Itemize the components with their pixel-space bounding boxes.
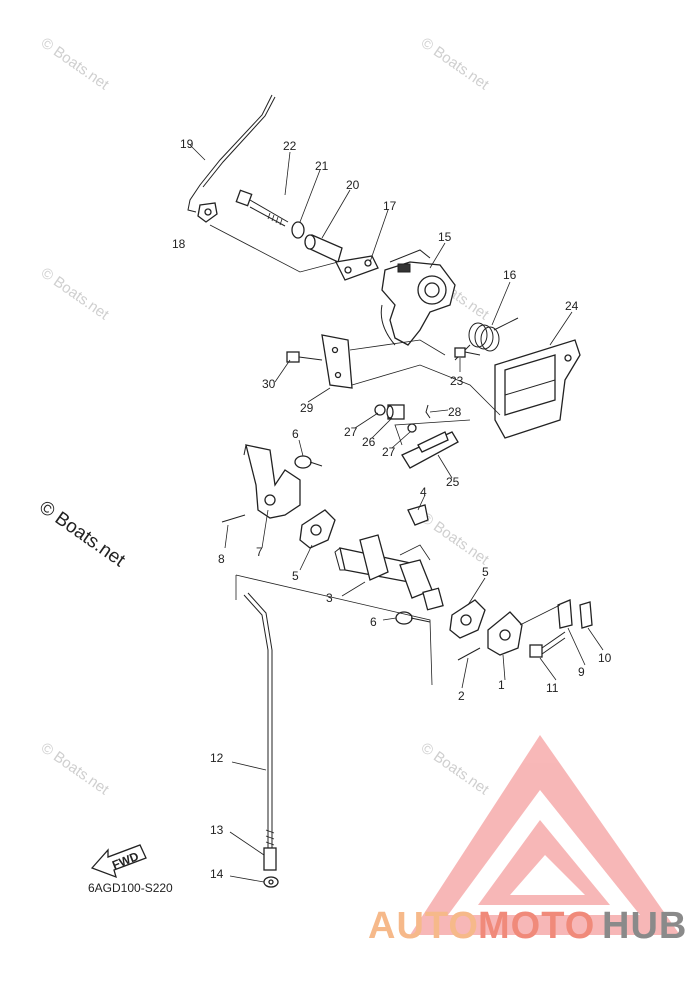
bolt-6 <box>294 455 323 469</box>
callout-3: 3 <box>326 591 333 605</box>
diagram-code: 6AGD100-S220 <box>88 881 173 895</box>
callout-13: 13 <box>210 823 224 837</box>
cover-plate <box>321 334 353 389</box>
callout-27: 27 <box>344 425 358 439</box>
rod-collar <box>263 847 277 871</box>
callout-numbers: 1 2 3 4 5 5 6 6 7 8 9 10 11 12 13 14 15 … <box>172 137 612 881</box>
logo-text-moto: MOTO <box>478 905 595 947</box>
lever-bracket-b <box>449 599 486 639</box>
washer-27b <box>407 423 417 433</box>
shift-rod <box>243 592 275 860</box>
watermark-main: © Boats.net <box>35 497 129 572</box>
callout-27b: 27 <box>382 445 396 459</box>
pin-28 <box>425 404 431 419</box>
bolt-30 <box>286 351 323 363</box>
logo: AUTO MOTO HUB <box>368 905 687 947</box>
throttle-rod <box>187 94 276 213</box>
callout-25: 25 <box>446 475 460 489</box>
shift-lever <box>243 444 301 519</box>
logo-text-auto: AUTO <box>368 905 479 947</box>
callout-8: 8 <box>218 552 225 566</box>
bolt-6b <box>395 611 431 625</box>
callout-24: 24 <box>565 299 579 313</box>
slider-block <box>401 431 459 469</box>
callout-4: 4 <box>420 485 427 499</box>
watermark-group: © Boats.net © Boats.net © Boats.net © Bo… <box>35 34 492 798</box>
lever-bracket <box>299 509 336 549</box>
nut <box>263 876 279 888</box>
callout-9: 9 <box>578 665 585 679</box>
pin-8 <box>221 514 246 523</box>
logo-text-hub: HUB <box>602 905 687 947</box>
collar <box>304 234 343 263</box>
callout-5: 5 <box>292 569 299 583</box>
callout-15: 15 <box>438 230 452 244</box>
callout-17: 17 <box>383 199 397 213</box>
callout-21: 21 <box>315 159 329 173</box>
callout-7: 7 <box>256 545 263 559</box>
fwd-label: FWD <box>110 849 141 872</box>
callout-20: 20 <box>346 178 360 192</box>
plate-9 <box>557 599 573 629</box>
watermark: © Boats.net <box>38 264 113 323</box>
watermark: © Boats.net <box>418 509 493 568</box>
shift-shaft <box>334 534 444 611</box>
callout-18: 18 <box>172 237 186 251</box>
callout-6b: 6 <box>370 615 377 629</box>
callout-11: 11 <box>546 681 559 695</box>
lever-1 <box>487 611 523 656</box>
washer <box>291 221 305 239</box>
pin-2 <box>457 647 481 661</box>
callout-10: 10 <box>598 651 612 665</box>
callout-26: 26 <box>362 435 376 449</box>
callout-5b: 5 <box>482 565 489 579</box>
watermark: © Boats.net <box>38 34 113 93</box>
callout-leaders <box>189 144 604 883</box>
watermark: © Boats.net <box>38 739 113 798</box>
callout-1: 1 <box>498 678 505 692</box>
callout-23: 23 <box>450 374 464 388</box>
callout-22: 22 <box>283 139 297 153</box>
logo-triangle <box>410 735 680 935</box>
watermark: © Boats.net <box>418 34 493 93</box>
plate-10 <box>579 601 593 629</box>
bolt-11 <box>529 631 566 658</box>
washer-27 <box>374 404 386 416</box>
throttle-cam <box>380 249 456 346</box>
callout-2: 2 <box>458 689 465 703</box>
callout-19: 19 <box>180 137 194 151</box>
callout-16: 16 <box>503 268 517 282</box>
bolt-small <box>454 347 481 358</box>
callout-12: 12 <box>210 751 224 765</box>
callout-28: 28 <box>448 405 462 419</box>
link-lever <box>335 255 379 281</box>
mounting-bracket <box>494 339 581 439</box>
bolt <box>235 189 289 227</box>
callout-29: 29 <box>300 401 314 415</box>
callout-6: 6 <box>292 427 299 441</box>
callout-30: 30 <box>262 377 276 391</box>
watermark: © Boats.net <box>418 739 493 798</box>
collar-26 <box>386 404 405 420</box>
fwd-arrow-icon: FWD <box>90 844 147 879</box>
callout-14: 14 <box>210 867 224 881</box>
rod-clip <box>197 202 218 223</box>
